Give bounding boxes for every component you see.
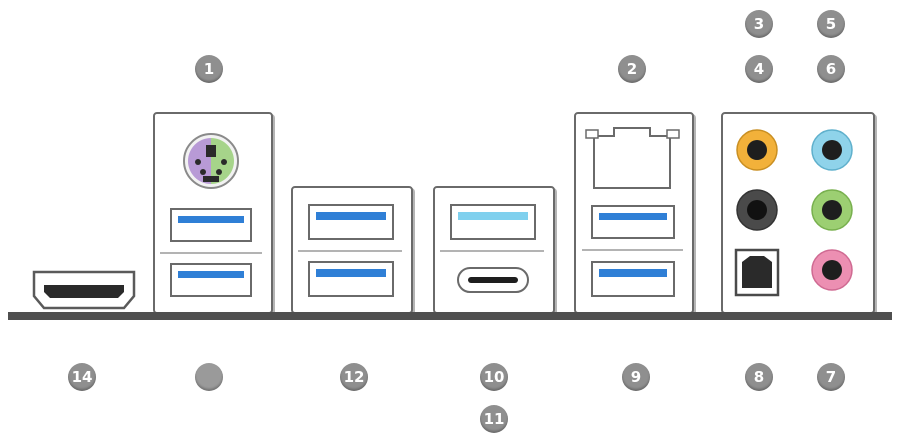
optical-spdif-port[interactable] [734,248,780,297]
usb-port-3a[interactable] [591,205,675,239]
usb-port-1a[interactable] [170,208,252,242]
audio-jack-pink[interactable] [811,249,853,291]
callout-1: 1 [195,55,223,83]
audio-jack-orange[interactable] [736,129,778,171]
callout-10: 10 [480,363,508,391]
callout-12: 12 [340,363,368,391]
callout-7: 7 [817,363,845,391]
usb-port-2a[interactable] [308,204,394,240]
audio-jack-black[interactable] [736,189,778,231]
hdmi-port[interactable] [32,270,136,310]
audio-jack-green[interactable] [811,189,853,231]
callout-11: 11 [480,405,508,433]
usb-port-3b[interactable] [591,261,675,297]
callout-6: 6 [817,55,845,83]
callout-5: 5 [817,10,845,38]
usb-type-c-port[interactable] [457,267,529,293]
callout-3: 3 [745,10,773,38]
callout-blank [195,363,223,391]
usb-port-2b[interactable] [308,261,394,297]
callout-9: 9 [622,363,650,391]
audio-jack-light-blue[interactable] [811,129,853,171]
io-baseline-bar [8,312,892,320]
callout-2: 2 [618,55,646,83]
callout-8: 8 [745,363,773,391]
usb-port-1b[interactable] [170,263,252,297]
callout-4: 4 [745,55,773,83]
usb-port-light-blue[interactable] [450,204,536,240]
lan-port[interactable] [585,127,680,189]
ps2-combo-port[interactable] [183,133,239,189]
callout-14: 14 [68,363,96,391]
